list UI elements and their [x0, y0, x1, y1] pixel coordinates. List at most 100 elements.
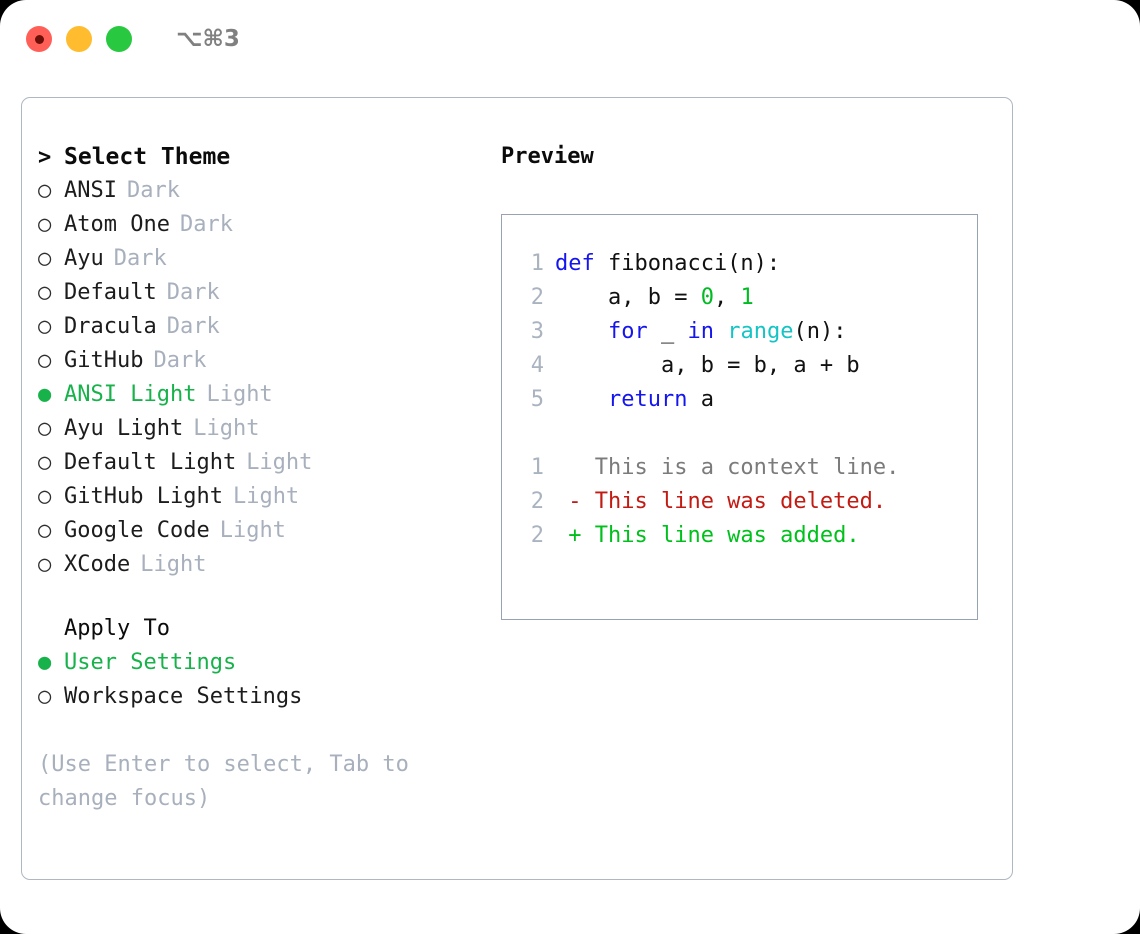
line-number: 2: [530, 489, 544, 514]
theme-kind-badge: Dark: [179, 212, 233, 237]
theme-kind-badge: Dark: [166, 280, 220, 305]
traffic-lights: [26, 26, 132, 52]
radio-unselected-icon[interactable]: ○: [38, 314, 52, 339]
theme-kind-badge: Light: [219, 518, 286, 543]
apply-to-heading: · Apply To: [38, 616, 488, 650]
theme-list-item[interactable]: ○ Ayu Light Light: [38, 416, 488, 450]
theme-name: Default: [64, 280, 157, 305]
diff-line: 2 + This line was added.: [514, 523, 977, 557]
theme-list-item[interactable]: ○ Default Dark: [38, 280, 488, 314]
theme-list-item[interactable]: ○ Ayu Dark: [38, 246, 488, 280]
radio-unselected-icon[interactable]: ○: [38, 178, 52, 203]
code-token: a, b = b, a + b: [555, 353, 860, 378]
apply-to-label: Apply To: [64, 616, 170, 641]
theme-name: ANSI: [64, 178, 117, 203]
radio-unselected-icon[interactable]: ○: [38, 212, 52, 237]
theme-name: Default Light: [64, 450, 237, 475]
preview-title: Preview: [501, 144, 594, 169]
theme-name: Ayu Light: [64, 416, 184, 441]
apply-to-options: ●User Settings○ Workspace Settings: [38, 650, 488, 718]
code-token: [714, 319, 727, 344]
code-line: 1 def fibonacci(n):: [514, 251, 977, 285]
apply-to-option[interactable]: ●User Settings: [38, 650, 488, 684]
theme-kind-badge: Light: [232, 484, 300, 509]
radio-unselected-icon[interactable]: ○: [38, 484, 52, 509]
theme-list-item[interactable]: ○ Default Light Light: [38, 450, 488, 484]
theme-list-item[interactable]: ○ GitHub Dark: [38, 348, 488, 382]
zoom-button-icon[interactable]: [106, 26, 132, 52]
line-number: 2: [530, 285, 544, 310]
spacer: [514, 421, 977, 455]
theme-list-item[interactable]: ○ Atom One Dark: [38, 212, 488, 246]
theme-kind-badge: Dark: [153, 348, 207, 373]
apply-to-option[interactable]: ○ Workspace Settings: [38, 684, 488, 718]
radio-unselected-icon[interactable]: ○: [38, 552, 52, 577]
radio-unselected-icon[interactable]: ○: [38, 518, 52, 543]
theme-name: Google Code: [64, 518, 210, 543]
code-line: 2 a, b = 0, 1: [514, 285, 977, 319]
radio-unselected-icon[interactable]: ○: [38, 246, 52, 271]
code-token: This is a context line.: [555, 455, 900, 480]
theme-kind-badge: Light: [193, 416, 260, 441]
select-theme-heading: > Select Theme: [38, 144, 488, 178]
theme-kind-badge: Light: [140, 552, 207, 577]
theme-kind-badge: Dark: [113, 246, 167, 271]
radio-selected-icon[interactable]: ●: [38, 650, 52, 675]
code-line: 3 for _ in range(n):: [514, 319, 977, 353]
code-token: _: [647, 319, 688, 344]
diff-sample: 1 This is a context line.2 - This line w…: [514, 455, 977, 557]
theme-list-item[interactable]: ○ ANSI Dark: [38, 178, 488, 212]
radio-selected-icon[interactable]: ●: [38, 382, 52, 407]
code-token: def: [555, 251, 608, 276]
radio-unselected-icon[interactable]: ○: [38, 450, 52, 475]
title-bar: ⌥⌘3: [0, 0, 1140, 78]
code-token: + This line was added.: [555, 523, 860, 548]
code-token: fibonacci(n):: [607, 251, 781, 276]
theme-kind-badge: Light: [246, 450, 313, 475]
theme-list-item[interactable]: ○ Google Code Light: [38, 518, 488, 552]
theme-name: Atom One: [64, 212, 170, 237]
page-title: Select Theme: [64, 144, 231, 170]
code-token: for: [607, 319, 648, 344]
code-token: return: [607, 387, 688, 412]
theme-name: Ayu: [64, 246, 104, 271]
theme-name: GitHub: [64, 348, 144, 373]
code-token: (n):: [793, 319, 847, 344]
code-token: 0: [700, 285, 714, 310]
radio-unselected-icon[interactable]: ○: [38, 416, 52, 441]
theme-name: ANSI Light: [64, 382, 197, 407]
code-token: - This line was deleted.: [555, 489, 887, 514]
code-token: [555, 387, 608, 412]
keyboard-hint-text: (Use Enter to select, Tab to change focu…: [38, 752, 409, 811]
theme-kind-badge: Dark: [126, 178, 180, 203]
radio-unselected-icon[interactable]: ○: [38, 348, 52, 373]
close-button-icon[interactable]: [26, 26, 52, 52]
minimize-button-icon[interactable]: [66, 26, 92, 52]
theme-name: Dracula: [64, 314, 157, 339]
line-number: 1: [530, 251, 544, 276]
code-token: [555, 319, 608, 344]
line-number: 4: [530, 353, 544, 378]
radio-unselected-icon[interactable]: ○: [38, 684, 52, 709]
code-line: 4 a, b = b, a + b: [514, 353, 977, 387]
code-token: 1: [740, 285, 754, 310]
line-number: 5: [530, 387, 544, 412]
keyboard-shortcut-label: ⌥⌘3: [176, 26, 240, 52]
apply-to-option-label: Workspace Settings: [64, 684, 303, 709]
code-token: ,: [713, 285, 741, 310]
diff-line: 1 This is a context line.: [514, 455, 977, 489]
code-token: a, b =: [555, 285, 701, 310]
blank-marker: ·: [38, 616, 64, 641]
radio-unselected-icon[interactable]: ○: [38, 280, 52, 305]
